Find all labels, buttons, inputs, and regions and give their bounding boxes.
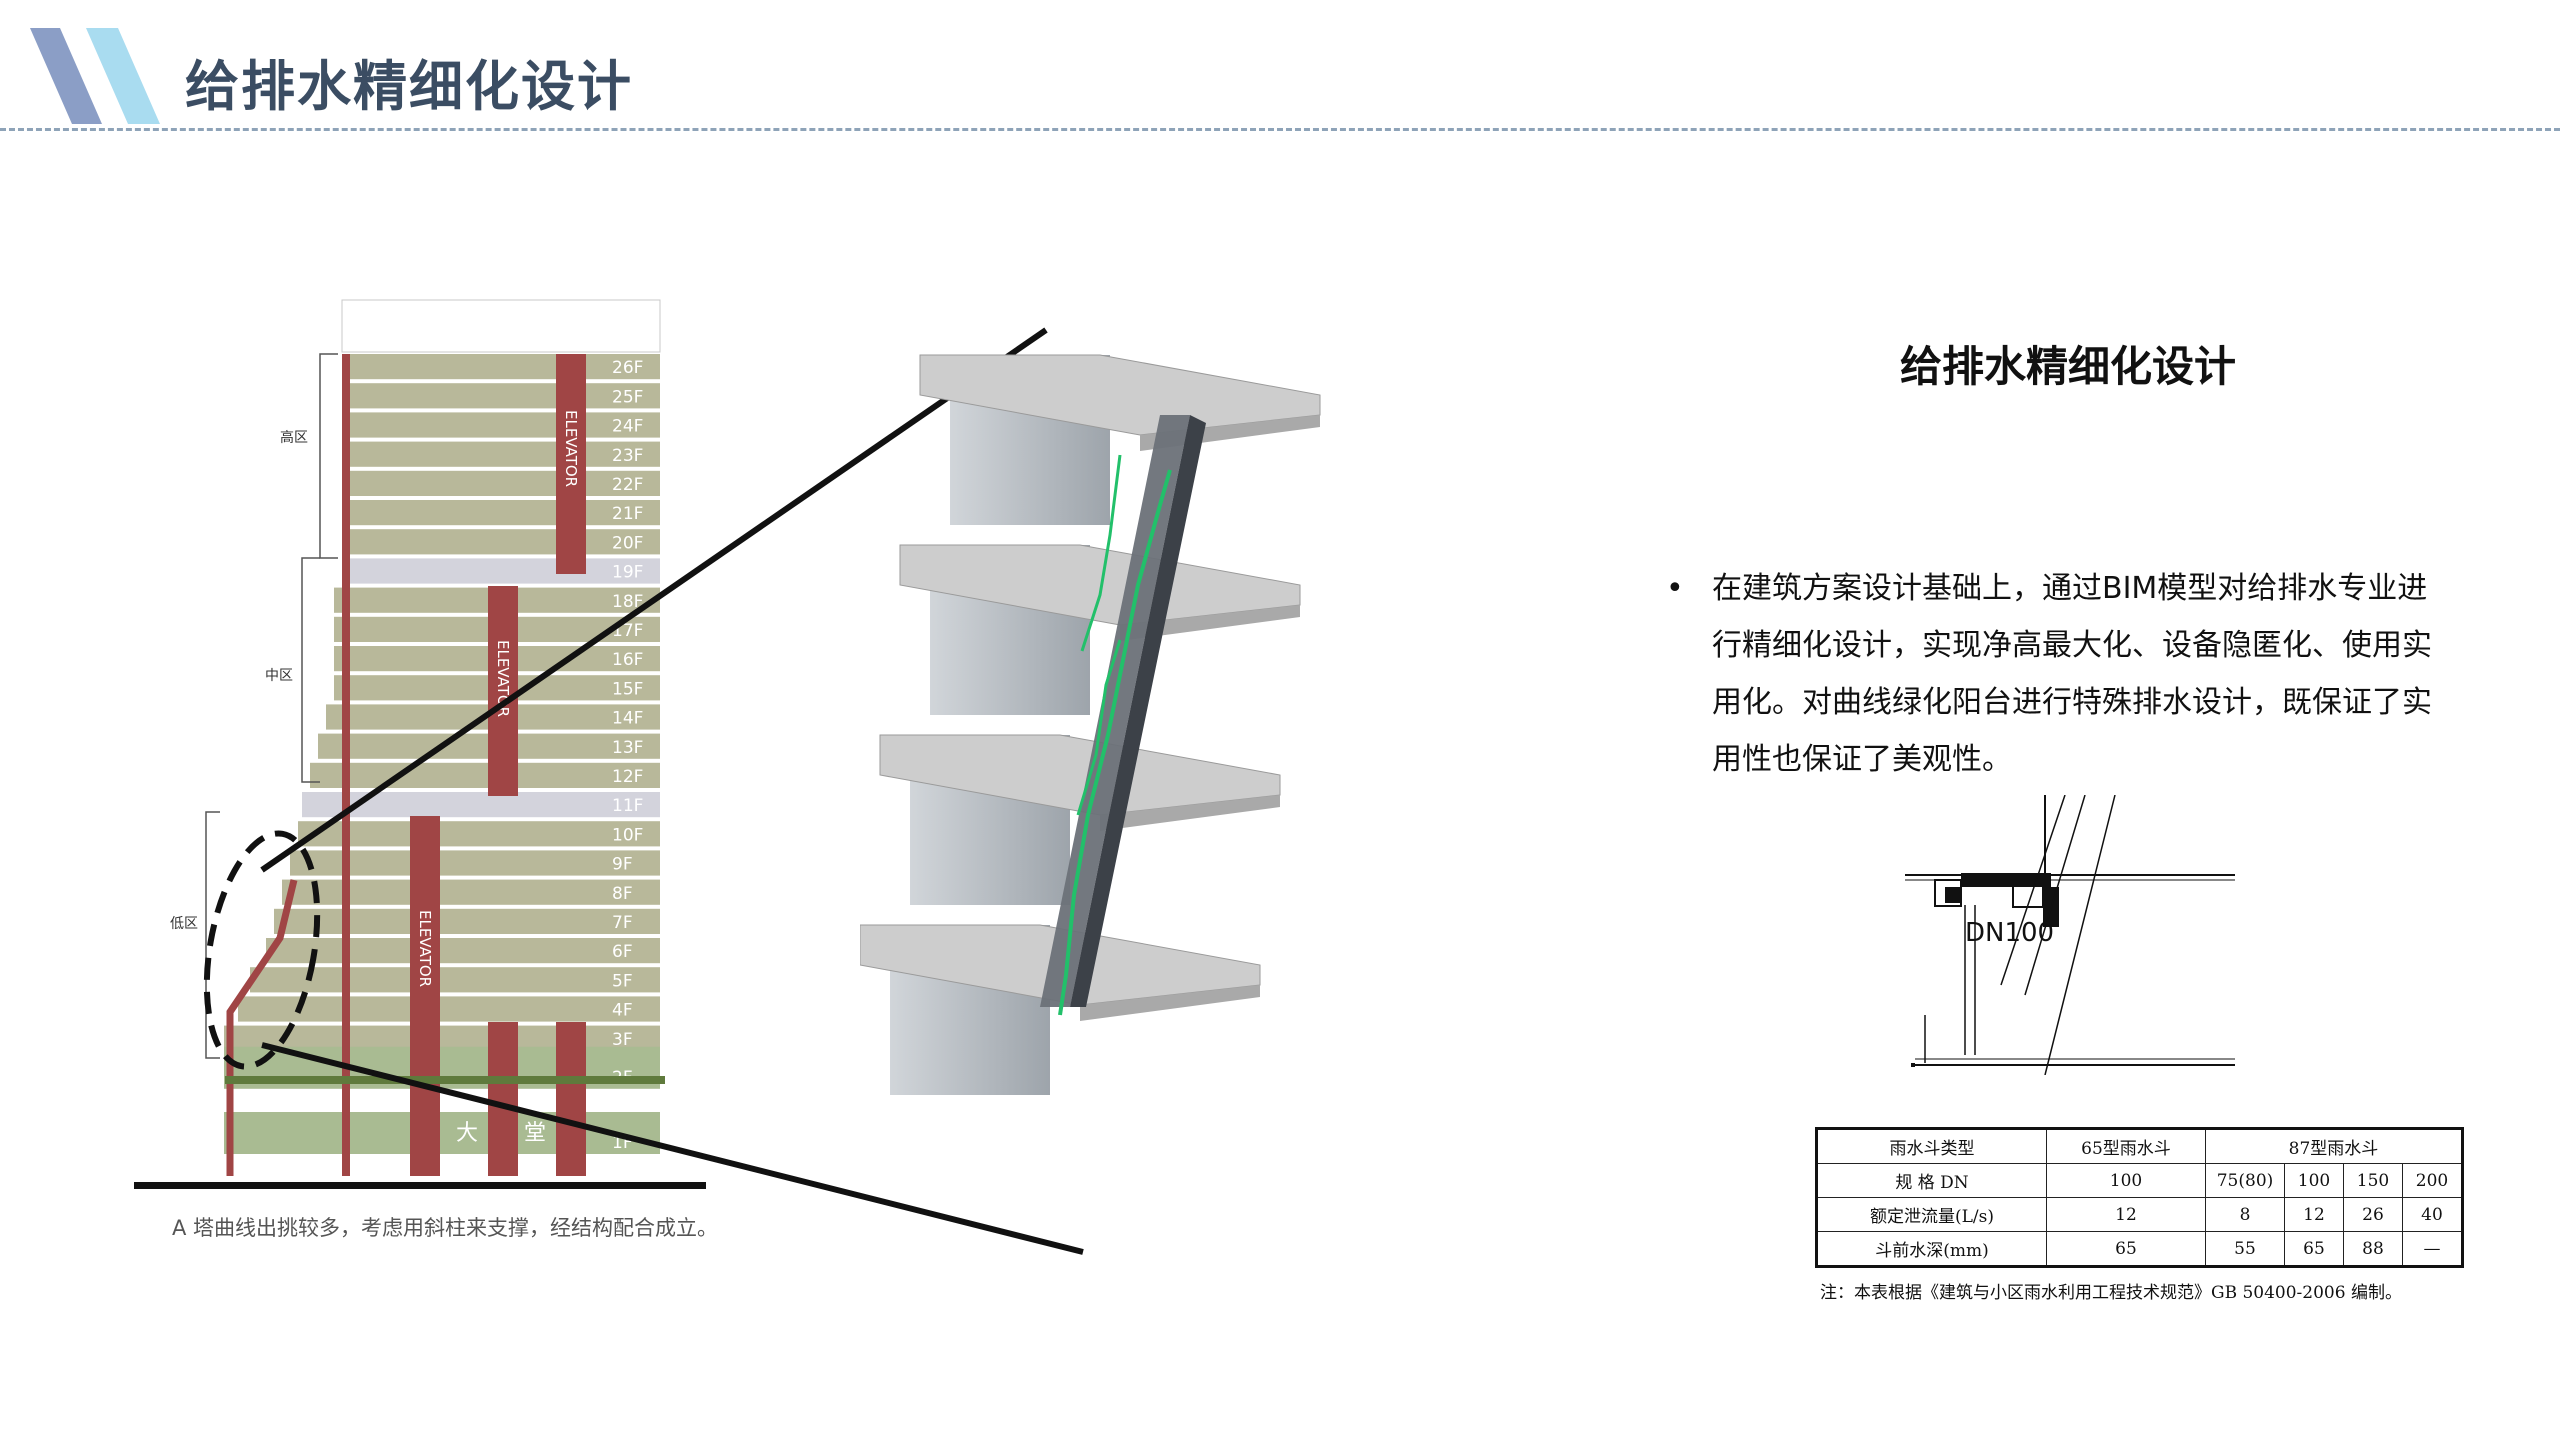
table-cell: 75(80) — [2205, 1163, 2285, 1198]
table-cell: 规 格 DN — [1816, 1163, 2047, 1198]
page-title: 给排水精细化设计 — [185, 55, 633, 118]
floor-band — [342, 412, 660, 438]
floor-band — [342, 529, 660, 555]
table-cell: 150 — [2343, 1163, 2403, 1198]
roof-outline — [341, 299, 661, 353]
floor-band — [342, 354, 660, 380]
floor-label: 15F — [612, 679, 643, 699]
floor-label: 3F — [612, 1030, 633, 1050]
section-title: 给排水精细化设计 — [1900, 342, 2237, 391]
table-row: 规 格 DN 100 75(80) 100 150 200 — [1816, 1163, 2463, 1198]
floor-band — [342, 441, 660, 467]
building-caption: A 塔曲线出挑较多，考虑用斜柱来支撑，经结构配合成立。 — [172, 1216, 718, 1240]
table-cell: 65 — [2284, 1231, 2344, 1267]
description-text: 在建筑方案设计基础上，通过BIM模型对给排水专业进行精细化设计，实现净高最大化、… — [1712, 571, 2432, 777]
lobby-char-1: 大 — [456, 1121, 478, 1146]
zone-label-mid: 中区 — [265, 668, 293, 684]
floor-label: 10F — [612, 825, 643, 845]
floor-band — [342, 470, 660, 496]
table-cell: 87型雨水斗 — [2205, 1128, 2463, 1164]
floor-band — [298, 821, 660, 847]
table-row: 雨水斗类型 65型雨水斗 87型雨水斗 — [1816, 1128, 2463, 1164]
floor-label: 5F — [612, 971, 633, 991]
table-cell: 12 — [2284, 1197, 2344, 1232]
table-cell: 55 — [2205, 1231, 2285, 1267]
table-cell: 100 — [2046, 1163, 2206, 1198]
table-cell: 斗前水深(mm) — [1816, 1231, 2047, 1267]
building-section-diagram: 26F25F24F23F22F21F20F19F18F17F16F15F14F1… — [134, 299, 718, 1240]
table-cell: 40 — [2402, 1197, 2463, 1232]
floor-band — [342, 558, 660, 584]
floor-label: 11F — [612, 796, 643, 816]
floor-label: 26F — [612, 358, 643, 378]
slab-edge — [1100, 795, 1280, 831]
floor-label: 19F — [612, 563, 643, 583]
elevator-shaft-low — [410, 816, 440, 1176]
floor-band — [342, 500, 660, 526]
table-row: 斗前水深(mm) 65 55 65 88 — — [1816, 1231, 2463, 1267]
elevator-label-high: ELEVATOR — [562, 410, 580, 487]
elevator-shaft-mid — [488, 586, 518, 796]
zone-label-low: 低区 — [170, 916, 198, 932]
table-note: 注：本表根据《建筑与小区雨水利用工程技术规范》GB 50400-2006 编制。 — [1820, 1283, 2402, 1303]
lobby-char-2: 堂 — [524, 1121, 546, 1146]
table-cell: 12 — [2046, 1197, 2206, 1232]
balcony-3d-model — [860, 354, 1321, 1095]
floor-label: 14F — [612, 709, 643, 729]
floor-label: 9F — [612, 855, 633, 875]
floor-label: 7F — [612, 913, 633, 933]
table-cell: 200 — [2402, 1163, 2463, 1198]
rain-drain-table: 雨水斗类型 65型雨水斗 87型雨水斗 规 格 DN 100 75(80) 10… — [1815, 1127, 2464, 1268]
table-cell: 26 — [2343, 1197, 2403, 1232]
floor-label: 16F — [612, 650, 643, 670]
drain-pipe — [1058, 469, 1172, 1016]
slab-edge — [1120, 605, 1300, 641]
floor-band — [238, 996, 660, 1022]
slab-edge — [1080, 985, 1260, 1021]
floor-label: 23F — [612, 446, 643, 466]
floor-label: 25F — [612, 387, 643, 407]
floor-label: 13F — [612, 738, 643, 758]
table-row: 额定泄流量(L/s) 12 8 12 26 40 — [1816, 1197, 2463, 1232]
table-cell: — — [2402, 1231, 2463, 1267]
floor-band — [266, 938, 660, 964]
floor-band — [224, 1112, 660, 1154]
floor-label: 24F — [612, 417, 643, 437]
table-cell: 65 — [2046, 1231, 2206, 1267]
floor-label: 22F — [612, 475, 643, 495]
table-cell: 65型雨水斗 — [2046, 1128, 2206, 1164]
table-cell: 雨水斗类型 — [1816, 1128, 2047, 1164]
floor-label: 8F — [612, 884, 633, 904]
floor-label: 20F — [612, 533, 643, 553]
floor-label: 6F — [612, 942, 633, 962]
bullet-dot-icon: • — [1666, 571, 1684, 606]
elevator-shaft-high — [556, 354, 586, 574]
drain-detail-drawing: DN100 — [1905, 795, 2235, 1075]
table-cell: 额定泄流量(L/s) — [1816, 1197, 2047, 1232]
zoom-highlight-ellipse — [203, 830, 321, 1070]
floor-band — [290, 850, 660, 876]
floor-band — [274, 908, 660, 934]
table-cell: 88 — [2343, 1231, 2403, 1267]
floor-label: 21F — [612, 504, 643, 524]
floor-band — [224, 1025, 660, 1051]
table-cell: 100 — [2284, 1163, 2344, 1198]
header-divider — [0, 128, 2560, 131]
elevator-label-low: ELEVATOR — [416, 910, 434, 987]
floor-band — [342, 383, 660, 409]
floor-label: 12F — [612, 767, 643, 787]
brand-logo — [30, 28, 160, 124]
floor-label: 4F — [612, 1001, 633, 1021]
zone-label-high: 高区 — [280, 429, 308, 446]
floor-band — [310, 762, 660, 788]
floor-band — [250, 967, 660, 993]
floor-label: 18F — [612, 592, 643, 612]
table-cell: 8 — [2205, 1197, 2285, 1232]
pipe-label: DN100 — [1965, 918, 2054, 948]
